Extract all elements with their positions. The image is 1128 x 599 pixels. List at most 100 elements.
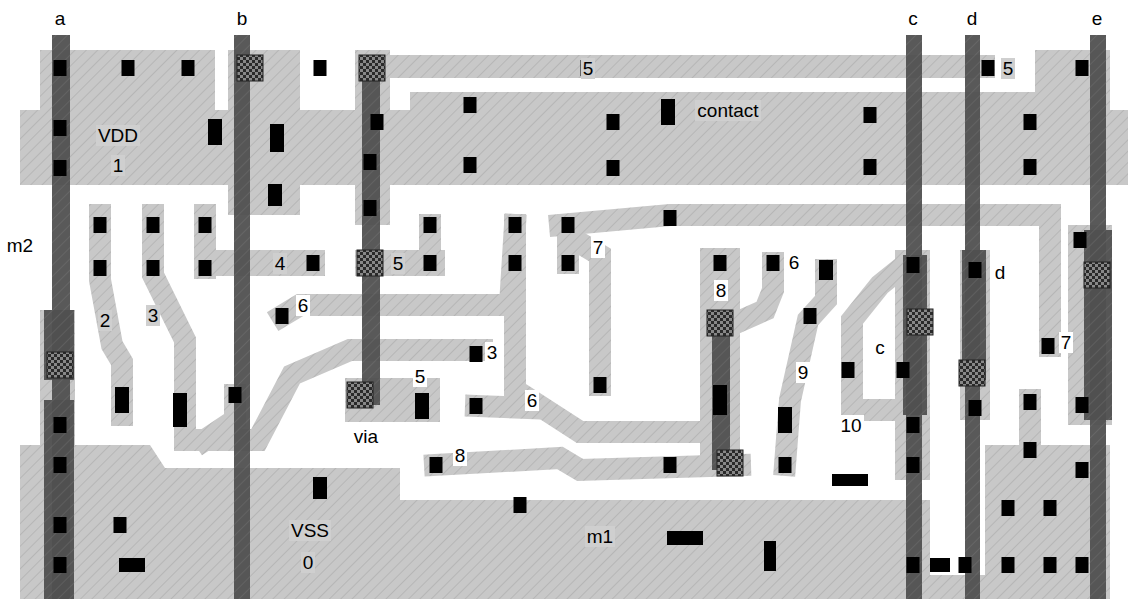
via-square — [707, 310, 733, 336]
metal1-wire — [435, 458, 740, 470]
contact-square — [371, 114, 384, 130]
layout-label: c — [906, 8, 920, 29]
contact-square — [509, 255, 522, 271]
contact-square — [424, 217, 437, 233]
contact-square — [229, 387, 242, 403]
layout-label: d — [965, 8, 980, 29]
contact-square — [594, 377, 607, 393]
layout-label: 2 — [98, 310, 113, 331]
contact-square — [969, 400, 982, 416]
metal1-region — [20, 110, 1128, 185]
contact-square — [173, 393, 187, 427]
contact-square — [607, 160, 620, 176]
contact-square — [607, 114, 620, 130]
via-square — [347, 382, 373, 408]
contact-square — [199, 217, 212, 233]
contact-square — [664, 457, 677, 473]
contact-square — [907, 417, 920, 433]
layout-label: 5 — [1001, 58, 1016, 79]
layout-label: 7 — [1059, 332, 1074, 353]
layout-label: 5 — [391, 253, 406, 274]
via-square — [357, 250, 383, 276]
layout-label: c — [873, 337, 887, 358]
layout-label: a — [53, 8, 68, 29]
contact-square — [897, 362, 910, 378]
metal2-strip — [712, 315, 730, 470]
layout-label: b — [235, 8, 250, 29]
contact-square — [514, 497, 527, 513]
contact-square — [54, 160, 67, 176]
metal1-region — [355, 55, 995, 78]
contact-square — [415, 393, 429, 419]
contact-square — [364, 200, 377, 216]
via-square — [907, 309, 933, 335]
contact-square — [268, 184, 282, 206]
contact-square — [54, 120, 67, 136]
metal2-strip — [1084, 230, 1112, 420]
layout-label: 6 — [787, 252, 802, 273]
metal1-wire — [575, 240, 600, 385]
contact-square — [122, 60, 135, 76]
metal2-strip — [362, 55, 380, 405]
contact-square — [276, 308, 289, 324]
contact-square — [1076, 557, 1089, 573]
contact-square — [1024, 394, 1037, 410]
metal2-strip — [234, 35, 250, 599]
contact-square — [819, 260, 833, 280]
layout-label: 1 — [111, 155, 126, 176]
contact-square — [714, 255, 727, 271]
contact-square — [119, 558, 145, 572]
metal2-strip — [44, 400, 74, 599]
contact-square — [424, 255, 437, 271]
contact-square — [907, 457, 920, 473]
metal1-wire — [282, 225, 515, 316]
contact-square — [1002, 557, 1015, 573]
contact-square — [1076, 60, 1089, 76]
layout-label: e — [1090, 8, 1105, 29]
contact-square — [864, 159, 877, 175]
contact-square — [562, 255, 575, 271]
metal1-region — [1068, 225, 1112, 425]
via-square — [237, 55, 263, 81]
contact-square — [562, 217, 575, 233]
contact-square — [314, 60, 327, 76]
contact-square — [1002, 500, 1015, 516]
contact-square — [661, 99, 675, 125]
contact-square — [54, 60, 67, 76]
contact-square — [832, 474, 868, 486]
layout-label: 3 — [485, 342, 500, 363]
contact-square — [147, 217, 160, 233]
contact-square — [1044, 500, 1057, 516]
layout-label: 7 — [591, 237, 606, 258]
contact-square — [1024, 159, 1037, 175]
contact-square — [147, 260, 160, 276]
via-square — [717, 450, 743, 476]
contact-square — [464, 157, 477, 173]
contact-square — [94, 260, 107, 276]
contact-square — [115, 387, 129, 413]
contact-square — [94, 217, 107, 233]
contact-square — [713, 385, 727, 415]
contact-square — [199, 260, 212, 276]
contact-square — [779, 457, 792, 473]
contact-square — [764, 541, 776, 571]
contact-square — [907, 557, 920, 573]
layout-label: VDD — [96, 125, 140, 146]
layout-label: VSS — [289, 520, 331, 541]
layout-label: 9 — [796, 362, 811, 383]
contact-square — [208, 119, 222, 145]
contact-square — [1074, 232, 1087, 248]
layout-label: 10 — [838, 415, 863, 436]
layout-label: d — [993, 262, 1008, 283]
layout-label: 0 — [301, 552, 316, 573]
metal1-region — [20, 445, 1110, 599]
contact-square — [270, 124, 284, 152]
contact-square — [313, 477, 327, 499]
contact-square — [842, 362, 855, 378]
contact-square — [470, 346, 483, 362]
contact-square — [307, 255, 320, 271]
layout-label: m2 — [5, 235, 35, 256]
contact-square — [959, 557, 972, 573]
layout-label: 4 — [273, 253, 288, 274]
